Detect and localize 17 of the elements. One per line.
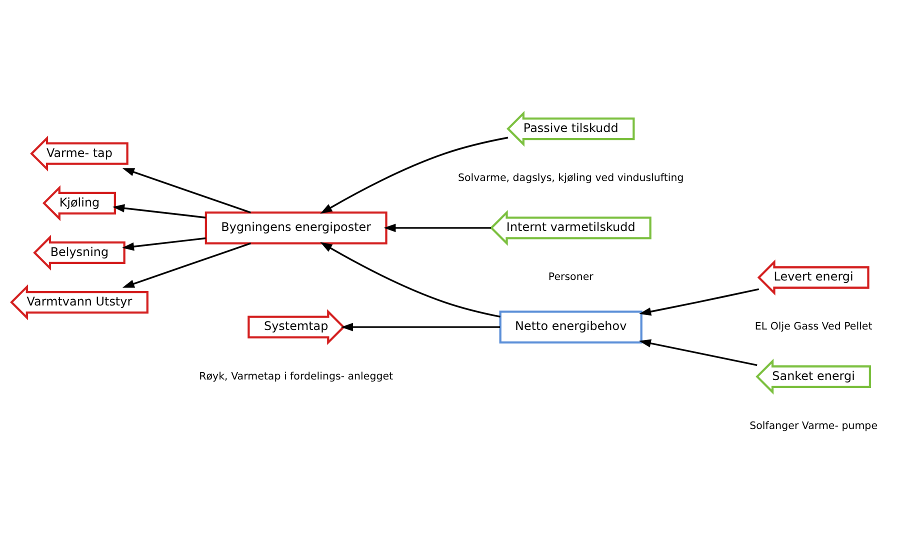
arrow: [122, 168, 251, 214]
arrow: [384, 224, 492, 232]
node-label: EL Olje Gass Ved Pellet: [754, 320, 872, 333]
arrow: [122, 242, 251, 288]
arrow: [639, 288, 760, 316]
arrow: [320, 242, 500, 318]
node-label: Solfanger Varme- pumpe: [750, 420, 878, 432]
arrow: [122, 237, 206, 251]
arrow: [112, 204, 206, 218]
node-box: Bygningens energiposter: [204, 211, 388, 244]
node-label: Solvarme, dagslys, kjøling ved vinduslufting: [458, 172, 684, 184]
arrow: [320, 136, 508, 214]
node-label: Røyk, Varmetap i fordelings- anlegget: [199, 370, 394, 382]
arrow: [340, 322, 500, 332]
node-box: Netto energibehov: [499, 310, 642, 344]
node-label: Personer: [548, 271, 594, 284]
arrow: [638, 339, 758, 366]
